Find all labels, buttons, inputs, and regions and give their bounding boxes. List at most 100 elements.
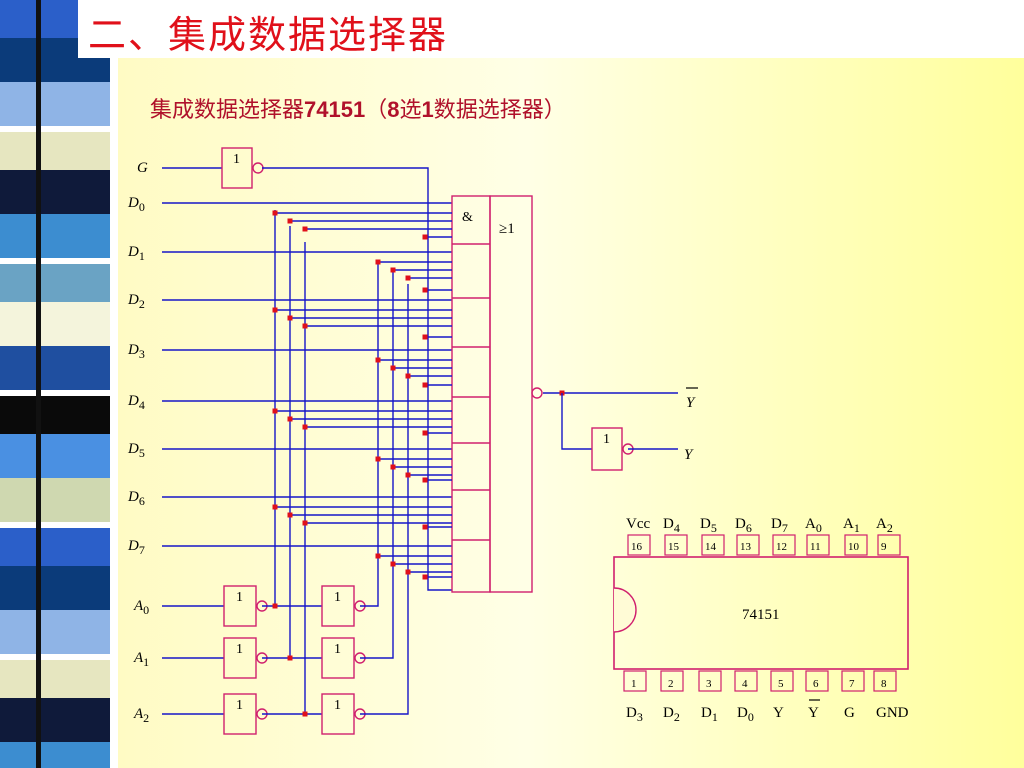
chip-top-pin-15 (664, 534, 688, 556)
junction-dot (405, 472, 411, 478)
junction-dot (390, 365, 396, 371)
enable-wire (262, 167, 452, 591)
junction-dot (422, 334, 428, 340)
junction-dot (422, 524, 428, 530)
junction-dot (390, 464, 396, 470)
or-symbol: ≥1 (499, 221, 515, 237)
junction-dot (302, 520, 308, 526)
junction-dot (422, 234, 428, 240)
addr-bus-1 (360, 272, 394, 659)
title-box (78, 0, 498, 58)
chip-top-pin-12 (772, 534, 796, 556)
subtitle-paren: （ (365, 98, 388, 123)
address-inverter-a-1-symbol: 1 (236, 642, 243, 657)
chip-top-pin-16 (627, 534, 651, 556)
chip-bottom-pin-6 (805, 670, 829, 692)
chip-top-pin-name-13: D6 (735, 516, 752, 535)
chip-bottom-pin-number-5: 5 (778, 678, 784, 690)
address-inverter-b-1-symbol: 1 (334, 642, 341, 657)
chip-top-pin-name-12: D7 (771, 516, 788, 535)
enable-inverter-symbol: 1 (233, 152, 240, 167)
output-y-bar-label: Y (686, 395, 696, 411)
data-input-label-2: D2 (127, 292, 145, 311)
address-inverter-b-2-symbol: 1 (334, 698, 341, 713)
address-input-label-2: A2 (133, 706, 149, 725)
address-inverter-b-1 (321, 637, 355, 679)
bar-strip (0, 610, 110, 654)
chip-bottom-pin-1 (623, 670, 647, 692)
address-inverter-a-2 (223, 693, 257, 735)
and-gate-column (451, 195, 491, 593)
junction-dot (405, 373, 411, 379)
junction-dot (287, 512, 293, 518)
bar-strip (0, 346, 110, 390)
bar-strip (0, 478, 110, 522)
junction-dot (375, 456, 381, 462)
chip-bottom-pin-7 (841, 670, 865, 692)
page-title: 二、集成数据选择器 (88, 13, 449, 57)
address-input-label-1: A1 (133, 650, 149, 669)
address-inverter-b-0-symbol: 1 (334, 590, 341, 605)
bar-strip (0, 396, 110, 440)
junction-dot (272, 307, 278, 313)
data-input-label-4: D4 (127, 393, 145, 412)
chip-top-pin-name-9: A2 (876, 516, 893, 535)
subtitle-cn2: 选 (399, 98, 422, 123)
junction-dot (422, 477, 428, 483)
chip-bottom-pin-number-3: 3 (706, 678, 712, 690)
y-branch-wire (561, 393, 592, 450)
bar-strip (0, 214, 110, 258)
junction-dot (405, 275, 411, 281)
subtitle-num-1: 1 (421, 97, 434, 122)
chip-bottom-pin-name-2: D2 (663, 705, 680, 724)
junction-dot (422, 382, 428, 388)
bar-strip (0, 264, 110, 308)
junction-dot (272, 603, 278, 609)
chip-bottom-pin-name-8: GND (876, 705, 909, 721)
chip-top-pin-name-11: A0 (805, 516, 822, 535)
junction-dot (272, 504, 278, 510)
chip-bottom-pin-number-6: 6 (813, 678, 819, 690)
chip-top-pin-name-16: Vcc (626, 516, 650, 532)
chip-top-pin-13 (736, 534, 760, 556)
data-input-label-1: D1 (127, 244, 145, 263)
junction-dot (287, 416, 293, 422)
chip-top-pin-name-15: D4 (663, 516, 680, 535)
and-symbol: & (462, 210, 473, 225)
chip-top-pin-number-12: 12 (776, 541, 787, 553)
chip-bottom-pin-name-4: D0 (737, 705, 754, 724)
chip-bottom-pin-name-3: D1 (701, 705, 718, 724)
inverter-bubble (252, 162, 264, 174)
junction-dot (302, 226, 308, 232)
output-y-label: Y (684, 447, 694, 463)
junction-dot (302, 424, 308, 430)
chip-notch (613, 587, 637, 633)
bar-strip (0, 660, 110, 704)
chip-bottom-pin-name-7: G (844, 705, 855, 721)
junction-dot (302, 711, 308, 717)
chip-bottom-pin-number-1: 1 (631, 678, 637, 690)
chip-top-pin-number-16: 16 (631, 541, 643, 553)
junction-dot (375, 553, 381, 559)
junction-dot (302, 323, 308, 329)
address-inverter-a-2-symbol: 1 (236, 698, 243, 713)
bar-edge (36, 0, 41, 768)
chip-top-pin-10 (844, 534, 868, 556)
junction-dot (287, 218, 293, 224)
address-inverter-a-0 (223, 585, 257, 627)
addr-bus-2 (360, 284, 409, 715)
bar-strip (0, 434, 110, 478)
data-input-label-0: D0 (127, 195, 145, 214)
data-input-label-6: D6 (127, 489, 145, 508)
chip-top-pin-name-14: D5 (700, 516, 717, 535)
bar-strip (0, 132, 110, 176)
bar-strip (0, 82, 110, 126)
bar-strip (0, 566, 110, 610)
or-gate-column (489, 195, 533, 593)
output-inverter (591, 427, 623, 471)
data-input-label-7: D7 (127, 538, 145, 557)
subtitle-cn3: 数据选择器） (433, 98, 566, 123)
bar-strip (0, 302, 110, 346)
chip-top-pin-number-11: 11 (810, 541, 821, 553)
junction-dot (272, 408, 278, 414)
